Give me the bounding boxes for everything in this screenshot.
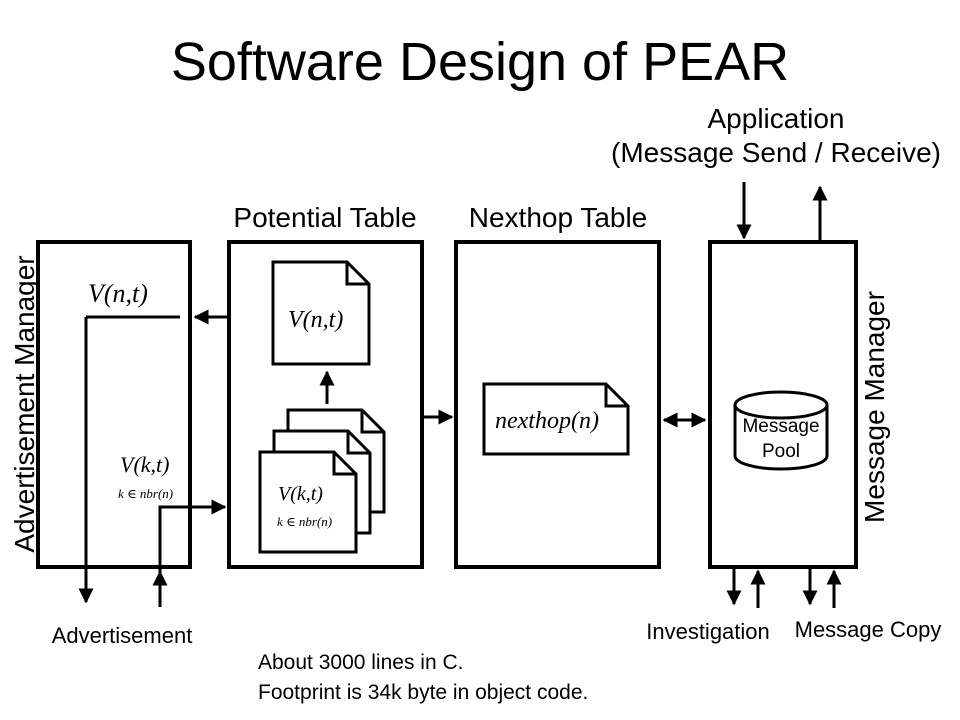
message-manager-box: [708, 240, 858, 569]
message-copy-label: Message Copy: [795, 617, 942, 642]
message-pool-label-2: Pool: [762, 441, 800, 462]
application-label: Application: [708, 103, 845, 134]
note-line-2: Footprint is 34k byte in object code.: [258, 681, 588, 704]
nexthop-table-box: [454, 240, 661, 569]
potential-doc-stack-1: [258, 450, 358, 554]
adv-v-nt-label: V(n,t): [88, 279, 148, 308]
potential-table-box: [227, 240, 424, 569]
potential-doc-stack-label: V(k,t): [278, 483, 323, 505]
message-pool-label-1: Message: [742, 416, 819, 437]
nexthop-table-label: Nexthop Table: [469, 202, 648, 233]
potential-doc-stack-sublabel: k ∈ nbr(n): [277, 514, 332, 529]
advertisement-manager-label: Advertisement Manager: [9, 255, 40, 552]
message-pool-cylinder: [733, 405, 829, 471]
potential-doc-stack-3-fold: [360, 410, 384, 434]
application-sublabel: (Message Send / Receive): [611, 137, 941, 168]
note-line-1: About 3000 lines in C.: [258, 651, 463, 674]
adv-v-kt-label: V(k,t): [120, 452, 169, 477]
page-title: Software Design of PEAR: [171, 32, 789, 92]
investigation-label: Investigation: [646, 619, 770, 644]
potential-table-label: Potential Table: [233, 202, 416, 233]
advertisement-manager-box: [36, 240, 192, 569]
nexthop-doc-label: nexthop(n): [495, 408, 599, 434]
potential-doc-top-label: V(n,t): [288, 307, 343, 333]
advertisement-to-potential-arrow: [158, 499, 227, 590]
nexthop-doc: [482, 382, 630, 456]
potential-doc-stack-1-fold: [332, 452, 356, 476]
nexthop-doc-fold: [604, 384, 628, 408]
adv-v-kt-sublabel: k ∈ nbr(n): [118, 486, 173, 501]
message-manager-label: Message Manager: [859, 291, 890, 523]
potential-doc-stack-2-fold: [346, 431, 370, 455]
potential-doc-top-fold: [345, 262, 369, 286]
potential-doc-top: [271, 260, 371, 366]
message-pool-top: [733, 390, 829, 420]
advertisement-label: Advertisement: [52, 623, 193, 648]
